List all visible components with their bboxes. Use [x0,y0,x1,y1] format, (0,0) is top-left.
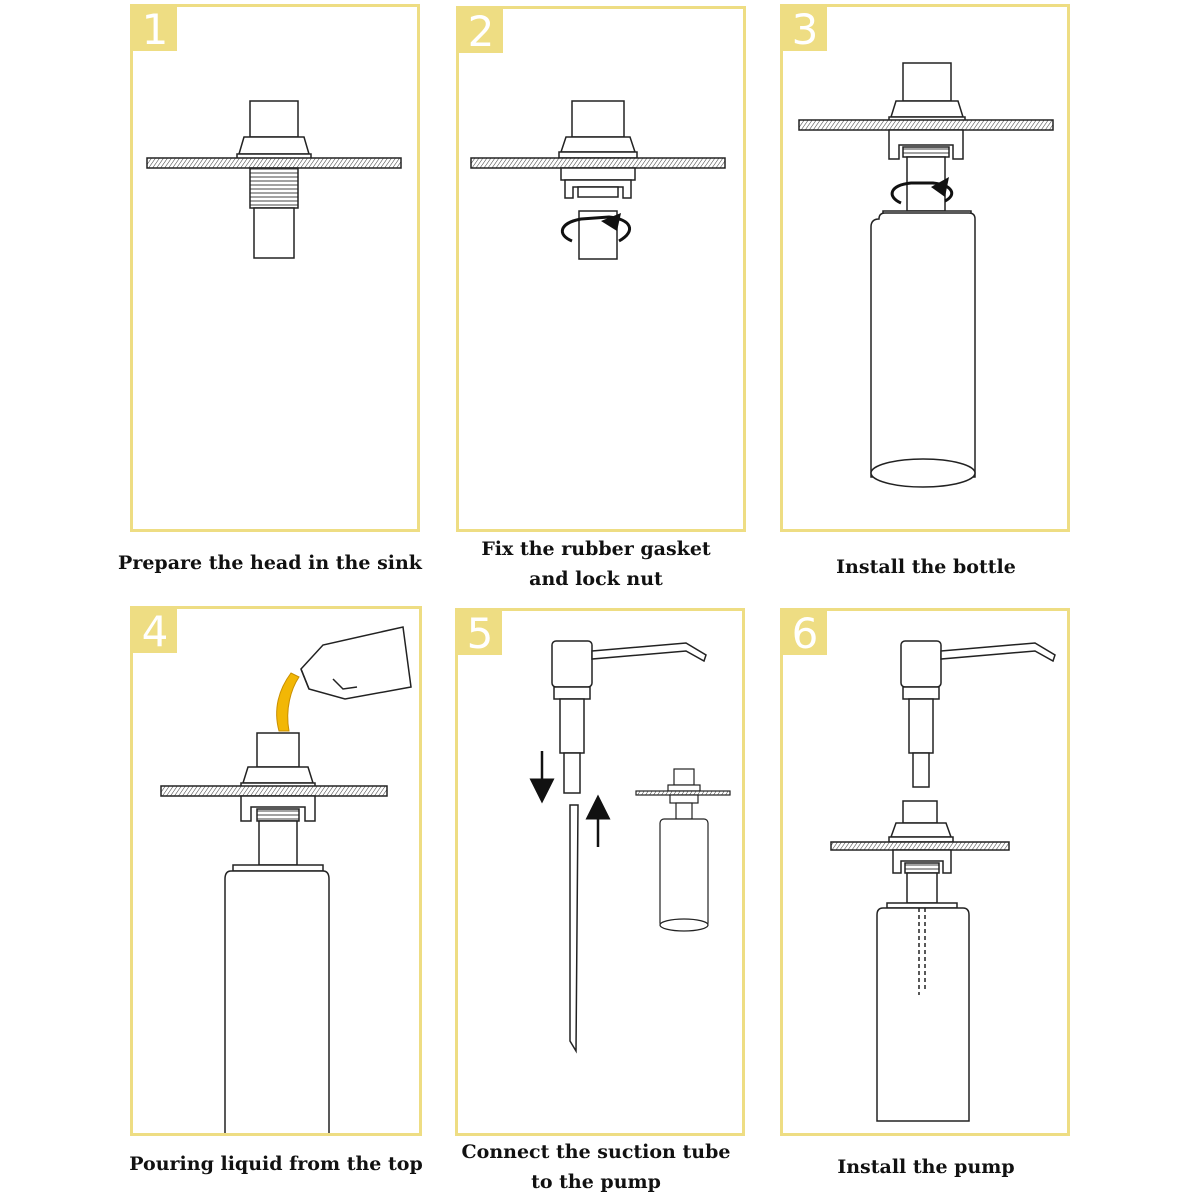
step-3-panel: 3 [780,4,1070,532]
step-5-caption: Connect the suction tube to the pump [426,1137,766,1197]
bottle [870,212,976,478]
pump-collar [237,136,311,155]
neck [258,820,298,866]
step-3-caption-line-1: Install the bottle [836,556,1016,578]
step-5-caption-line-1: Connect the suction tube [461,1141,731,1163]
step-1-caption-line-1: Prepare the head in the sink [118,552,422,574]
step-6-panel: 6 [780,608,1070,1136]
sink-deck [830,841,1010,851]
step-1-illustration [146,100,402,259]
step-6-caption-line-1: Install the pump [837,1156,1015,1178]
lock-nut [888,129,964,160]
suction-tube [569,804,579,1054]
step-6-caption: Install the pump [756,1152,1096,1182]
step-1-number: 1 [133,7,177,53]
pump-shaft [908,698,934,754]
installed-bottle-mini [635,768,731,932]
step-2-illustration [470,100,726,260]
bottle [224,870,330,1133]
thread [904,862,940,874]
pump-flange [902,686,940,700]
pump-shaft [559,698,585,754]
pump-tip [912,752,930,788]
sink-deck [470,157,726,169]
thread [902,146,950,158]
sink-deck [146,157,402,169]
nut-ring [577,186,619,198]
step-4-number: 4 [133,609,177,655]
rotate-arrow-icon [560,213,632,243]
mounted-head [902,800,938,824]
step-5-caption-line-2: to the pump [531,1171,661,1193]
step-3-illustration [798,62,1054,488]
pump-head [551,640,593,688]
pump-flange [553,686,591,700]
bottle-bottom [870,458,976,488]
step-3-number: 3 [783,7,827,53]
lock-nut [240,795,316,822]
step-6-illustration [830,640,1056,1122]
bottle-cap [232,864,324,872]
pump-tube-end [253,207,295,259]
lock-nut [892,849,952,874]
spout [940,642,1056,663]
sink-deck [798,119,1054,131]
step-6-number: 6 [783,611,827,657]
pouring-bottle [300,626,412,700]
pump-head [900,640,942,688]
pump-head [902,62,952,102]
pump-head [571,100,625,138]
liquid-stream [276,672,300,732]
neck [906,872,938,904]
step-4-panel: 4 [130,606,422,1136]
step-2-number: 2 [459,9,503,55]
bottle [876,907,970,1122]
step-2-panel: 2 [456,6,746,532]
pump-collar [889,822,953,838]
spout [591,642,707,663]
step-2-caption-line-1: Fix the rubber gasket [481,538,711,560]
pump-head [256,732,300,768]
step-4-caption: Pouring liquid from the top [106,1149,446,1179]
pump-collar [559,136,637,153]
step-3-caption: Install the bottle [756,552,1096,582]
thread [256,808,300,822]
step-5-number: 5 [458,611,502,657]
rotate-arrow-icon [890,177,954,205]
step-5-panel: 5 [455,608,745,1136]
sink-deck [160,785,388,797]
step-1-panel: 1 [130,4,420,532]
step-4-caption-line-1: Pouring liquid from the top [129,1153,423,1175]
step-1-caption: Prepare the head in the sink [100,548,440,578]
rubber-gasket [560,167,636,181]
pump-head [249,100,299,138]
threaded-shank [249,167,299,209]
pump-tip [563,752,581,794]
pump-collar [889,100,965,118]
pump-collar [241,766,315,784]
pump-flange [558,151,638,159]
step-2-caption: Fix the rubber gasket and lock nut [426,534,766,594]
step-2-caption-line-2: and lock nut [529,568,663,590]
lock-nut [564,179,632,199]
step-4-illustration [160,626,412,1133]
step-5-illustration [529,640,731,1054]
